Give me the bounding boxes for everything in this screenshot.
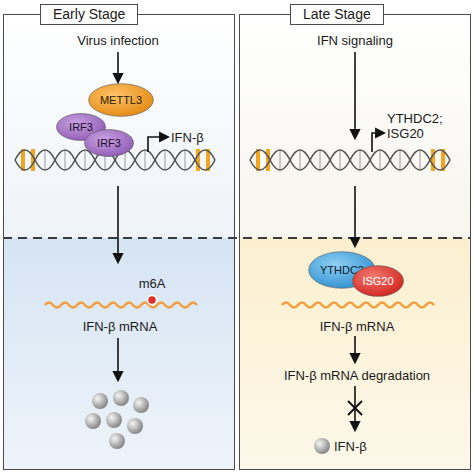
annotation-label: IFN-β mRNA bbox=[83, 319, 158, 334]
stage-title: Late Stage bbox=[290, 4, 384, 25]
flow-arrow bbox=[117, 186, 119, 262]
panel-background bbox=[3, 14, 235, 238]
dna-rung bbox=[380, 151, 381, 169]
promoter-mark bbox=[256, 149, 260, 171]
dna-rung bbox=[45, 151, 46, 169]
protein-spheres bbox=[85, 390, 330, 454]
block-cross bbox=[348, 401, 362, 415]
protein-name: METTL3 bbox=[100, 94, 142, 106]
dna-rung bbox=[145, 151, 146, 169]
protein-name: IRF3 bbox=[97, 137, 121, 149]
annotation-label: YTHDC2; ISG20 bbox=[387, 111, 449, 141]
annotation-label: m6A bbox=[139, 276, 166, 291]
ifn-protein-sphere bbox=[113, 390, 129, 406]
dna-rung bbox=[280, 151, 281, 169]
mettl3-protein: METTL3 bbox=[88, 83, 154, 117]
protein-shape bbox=[353, 266, 404, 297]
dna-rung bbox=[65, 151, 66, 169]
nuclear-divider bbox=[3, 237, 471, 239]
stage-title: Early Stage bbox=[40, 4, 138, 25]
ifn-protein-sphere bbox=[92, 393, 108, 409]
ifn-protein-sphere bbox=[109, 433, 125, 449]
annotation-label: IFN-β mRNA bbox=[320, 319, 395, 334]
m6a-mark bbox=[148, 296, 157, 305]
cytoplasm-background bbox=[239, 238, 471, 470]
annotation-label: IFN signaling bbox=[317, 33, 393, 48]
protein-shape bbox=[89, 84, 154, 117]
protein-shape bbox=[85, 130, 134, 157]
ifn-protein-sphere bbox=[85, 413, 101, 429]
flow-arrow bbox=[117, 52, 119, 82]
protein-name: ISG20 bbox=[362, 275, 393, 287]
ifn-protein-sphere bbox=[106, 412, 122, 428]
dna-strand bbox=[250, 150, 450, 170]
dna-rung bbox=[400, 151, 401, 169]
flow-arrow bbox=[354, 52, 356, 138]
dna-rung bbox=[360, 151, 361, 169]
dna-rung bbox=[420, 151, 421, 169]
dna-rung bbox=[340, 151, 341, 169]
mrna-strand bbox=[45, 303, 197, 308]
block-cross bbox=[348, 401, 362, 415]
stage-panel: Early StageMETTL3IRF3IRF3 bbox=[3, 14, 235, 470]
ifn-protein-sphere bbox=[133, 397, 149, 413]
flow-arrow bbox=[117, 338, 119, 380]
ifn-protein-sphere bbox=[127, 418, 143, 434]
cytoplasm-background bbox=[3, 238, 235, 470]
transcription-arrow bbox=[372, 133, 384, 152]
dna-helix bbox=[15, 150, 450, 170]
dna-rung bbox=[165, 151, 166, 169]
flow-arrow bbox=[354, 186, 356, 246]
flow-arrow bbox=[354, 336, 356, 362]
isg20-protein: ISG20 bbox=[352, 265, 404, 297]
dna-rung bbox=[320, 151, 321, 169]
dna-strand bbox=[250, 150, 450, 170]
stage-panel: Late StageYTHDC2ISG20 bbox=[239, 14, 471, 470]
promoter-mark bbox=[21, 149, 25, 171]
ifn-protein-sphere bbox=[314, 438, 330, 454]
dna-rung bbox=[125, 151, 126, 169]
protein-name: IRF3 bbox=[69, 121, 93, 133]
annotation-label: IFN-β bbox=[171, 130, 204, 145]
dna-rung bbox=[85, 151, 86, 169]
promoter-marks bbox=[21, 149, 445, 171]
transcription-arrow bbox=[148, 137, 168, 152]
annotation-label: Virus infection bbox=[77, 33, 158, 48]
dna-rung bbox=[300, 151, 301, 169]
mrna-strand bbox=[282, 303, 434, 308]
irf3-protein: IRF3 bbox=[84, 129, 134, 157]
annotation-label: IFN-β bbox=[334, 439, 367, 454]
dna-rung bbox=[185, 151, 186, 169]
annotation-label: IFN-β mRNA degradation bbox=[284, 368, 430, 383]
